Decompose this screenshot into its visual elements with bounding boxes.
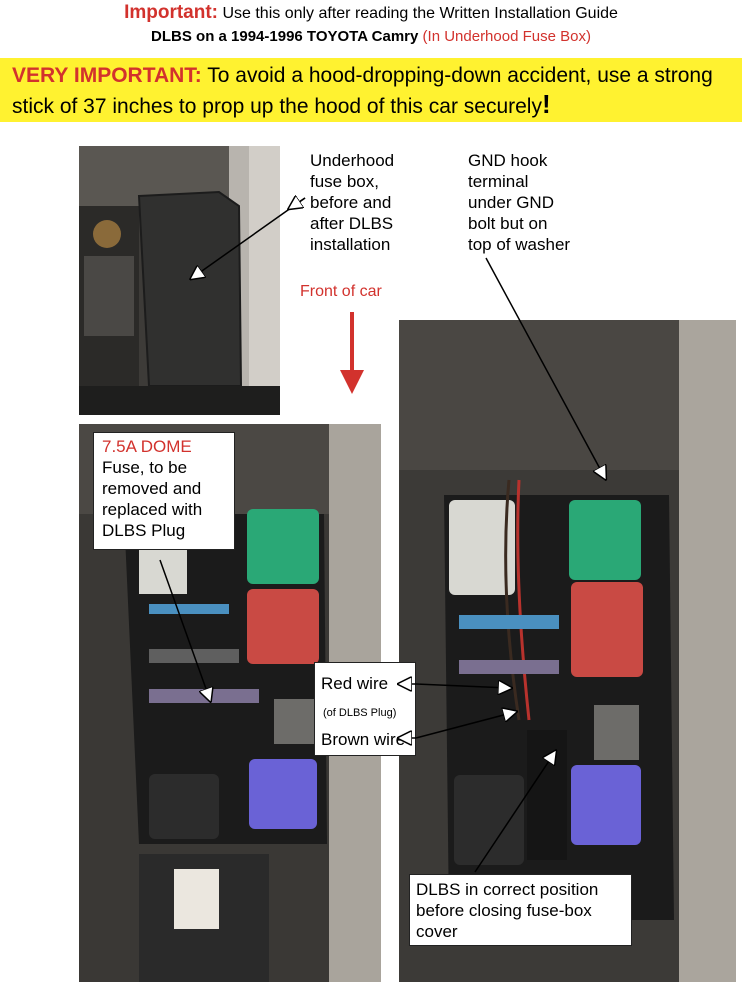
arrow-fuse-box bbox=[192, 197, 306, 278]
header-subtitle: DLBS on a 1994-1996 TOYOTA Camry (In Und… bbox=[0, 28, 742, 45]
subtitle-main: DLBS on a 1994-1996 TOYOTA Camry bbox=[151, 28, 419, 45]
note-gnd-line: under GND bbox=[468, 193, 554, 212]
front-of-car-label: Front of car bbox=[300, 283, 382, 300]
dome-line: DLBS Plug bbox=[102, 521, 186, 540]
warning-bang: ! bbox=[541, 89, 551, 119]
note-gnd-line: top of washer bbox=[468, 235, 571, 254]
brown-wire-label: Brown wire bbox=[321, 730, 406, 749]
dome-line: Fuse, to be bbox=[102, 458, 188, 477]
note-fuse-box: Underhood fuse box, before and after DLB… bbox=[310, 150, 440, 255]
photo-fuse-box-closed bbox=[79, 146, 280, 415]
note-gnd: GND hook terminal under GND bolt but on … bbox=[468, 150, 628, 255]
warning-text-block: VERY IMPORTANT: To avoid a hood-dropping… bbox=[12, 62, 737, 121]
note-fuse-box-line: fuse box, bbox=[310, 172, 379, 191]
arrow-fuse-box-tip bbox=[290, 198, 306, 208]
photo-dlbs-installed bbox=[399, 320, 736, 982]
note-fuse-box-line: installation bbox=[310, 235, 391, 254]
red-wire-label: Red wire bbox=[321, 674, 389, 693]
warning-text: To avoid a hood-dropping-down accident, … bbox=[12, 64, 713, 118]
important-label: Important: bbox=[124, 2, 218, 23]
arrow-red-wire-right bbox=[415, 684, 510, 688]
dlbs-line: DLBS in correct position bbox=[416, 880, 599, 899]
note-gnd-line: bolt but on bbox=[468, 214, 548, 233]
dome-title: 7.5A DOME bbox=[102, 437, 192, 456]
header-important-line: Important: Use this only after reading t… bbox=[0, 2, 742, 24]
warning-banner: VERY IMPORTANT: To avoid a hood-dropping… bbox=[0, 58, 742, 122]
important-text: Use this only after reading the Written … bbox=[222, 5, 618, 22]
arrow-dlbs bbox=[474, 752, 555, 873]
note-gnd-line: terminal bbox=[468, 172, 529, 191]
of-plug-label: (of DLBS Plug) bbox=[323, 707, 397, 719]
note-fuse-box-line: before and bbox=[310, 193, 392, 212]
note-fuse-box-line: Underhood bbox=[310, 151, 395, 170]
dome-line: removed and bbox=[102, 479, 202, 498]
callout-dome-fuse: 7.5A DOME Fuse, to be removed and replac… bbox=[93, 432, 235, 550]
arrow-gnd bbox=[485, 257, 605, 478]
arrow-dome-fuse bbox=[159, 559, 210, 700]
dlbs-line: cover bbox=[416, 922, 458, 941]
dome-line: replaced with bbox=[102, 500, 203, 519]
warning-label: VERY IMPORTANT: bbox=[12, 64, 202, 87]
dlbs-line: before closing fuse-box bbox=[416, 901, 592, 920]
dlbs-text: DLBS in correct position before closing … bbox=[410, 875, 631, 946]
callout-dome-text: 7.5A DOME Fuse, to be removed and replac… bbox=[94, 433, 234, 544]
note-gnd-line: GND hook bbox=[468, 151, 548, 170]
note-fuse-box-line: after DLBS bbox=[310, 214, 394, 233]
subtitle-note: (In Underhood Fuse Box) bbox=[422, 28, 591, 45]
callout-dlbs-position: DLBS in correct position before closing … bbox=[409, 874, 632, 946]
arrow-brown-wire-right bbox=[415, 712, 515, 739]
